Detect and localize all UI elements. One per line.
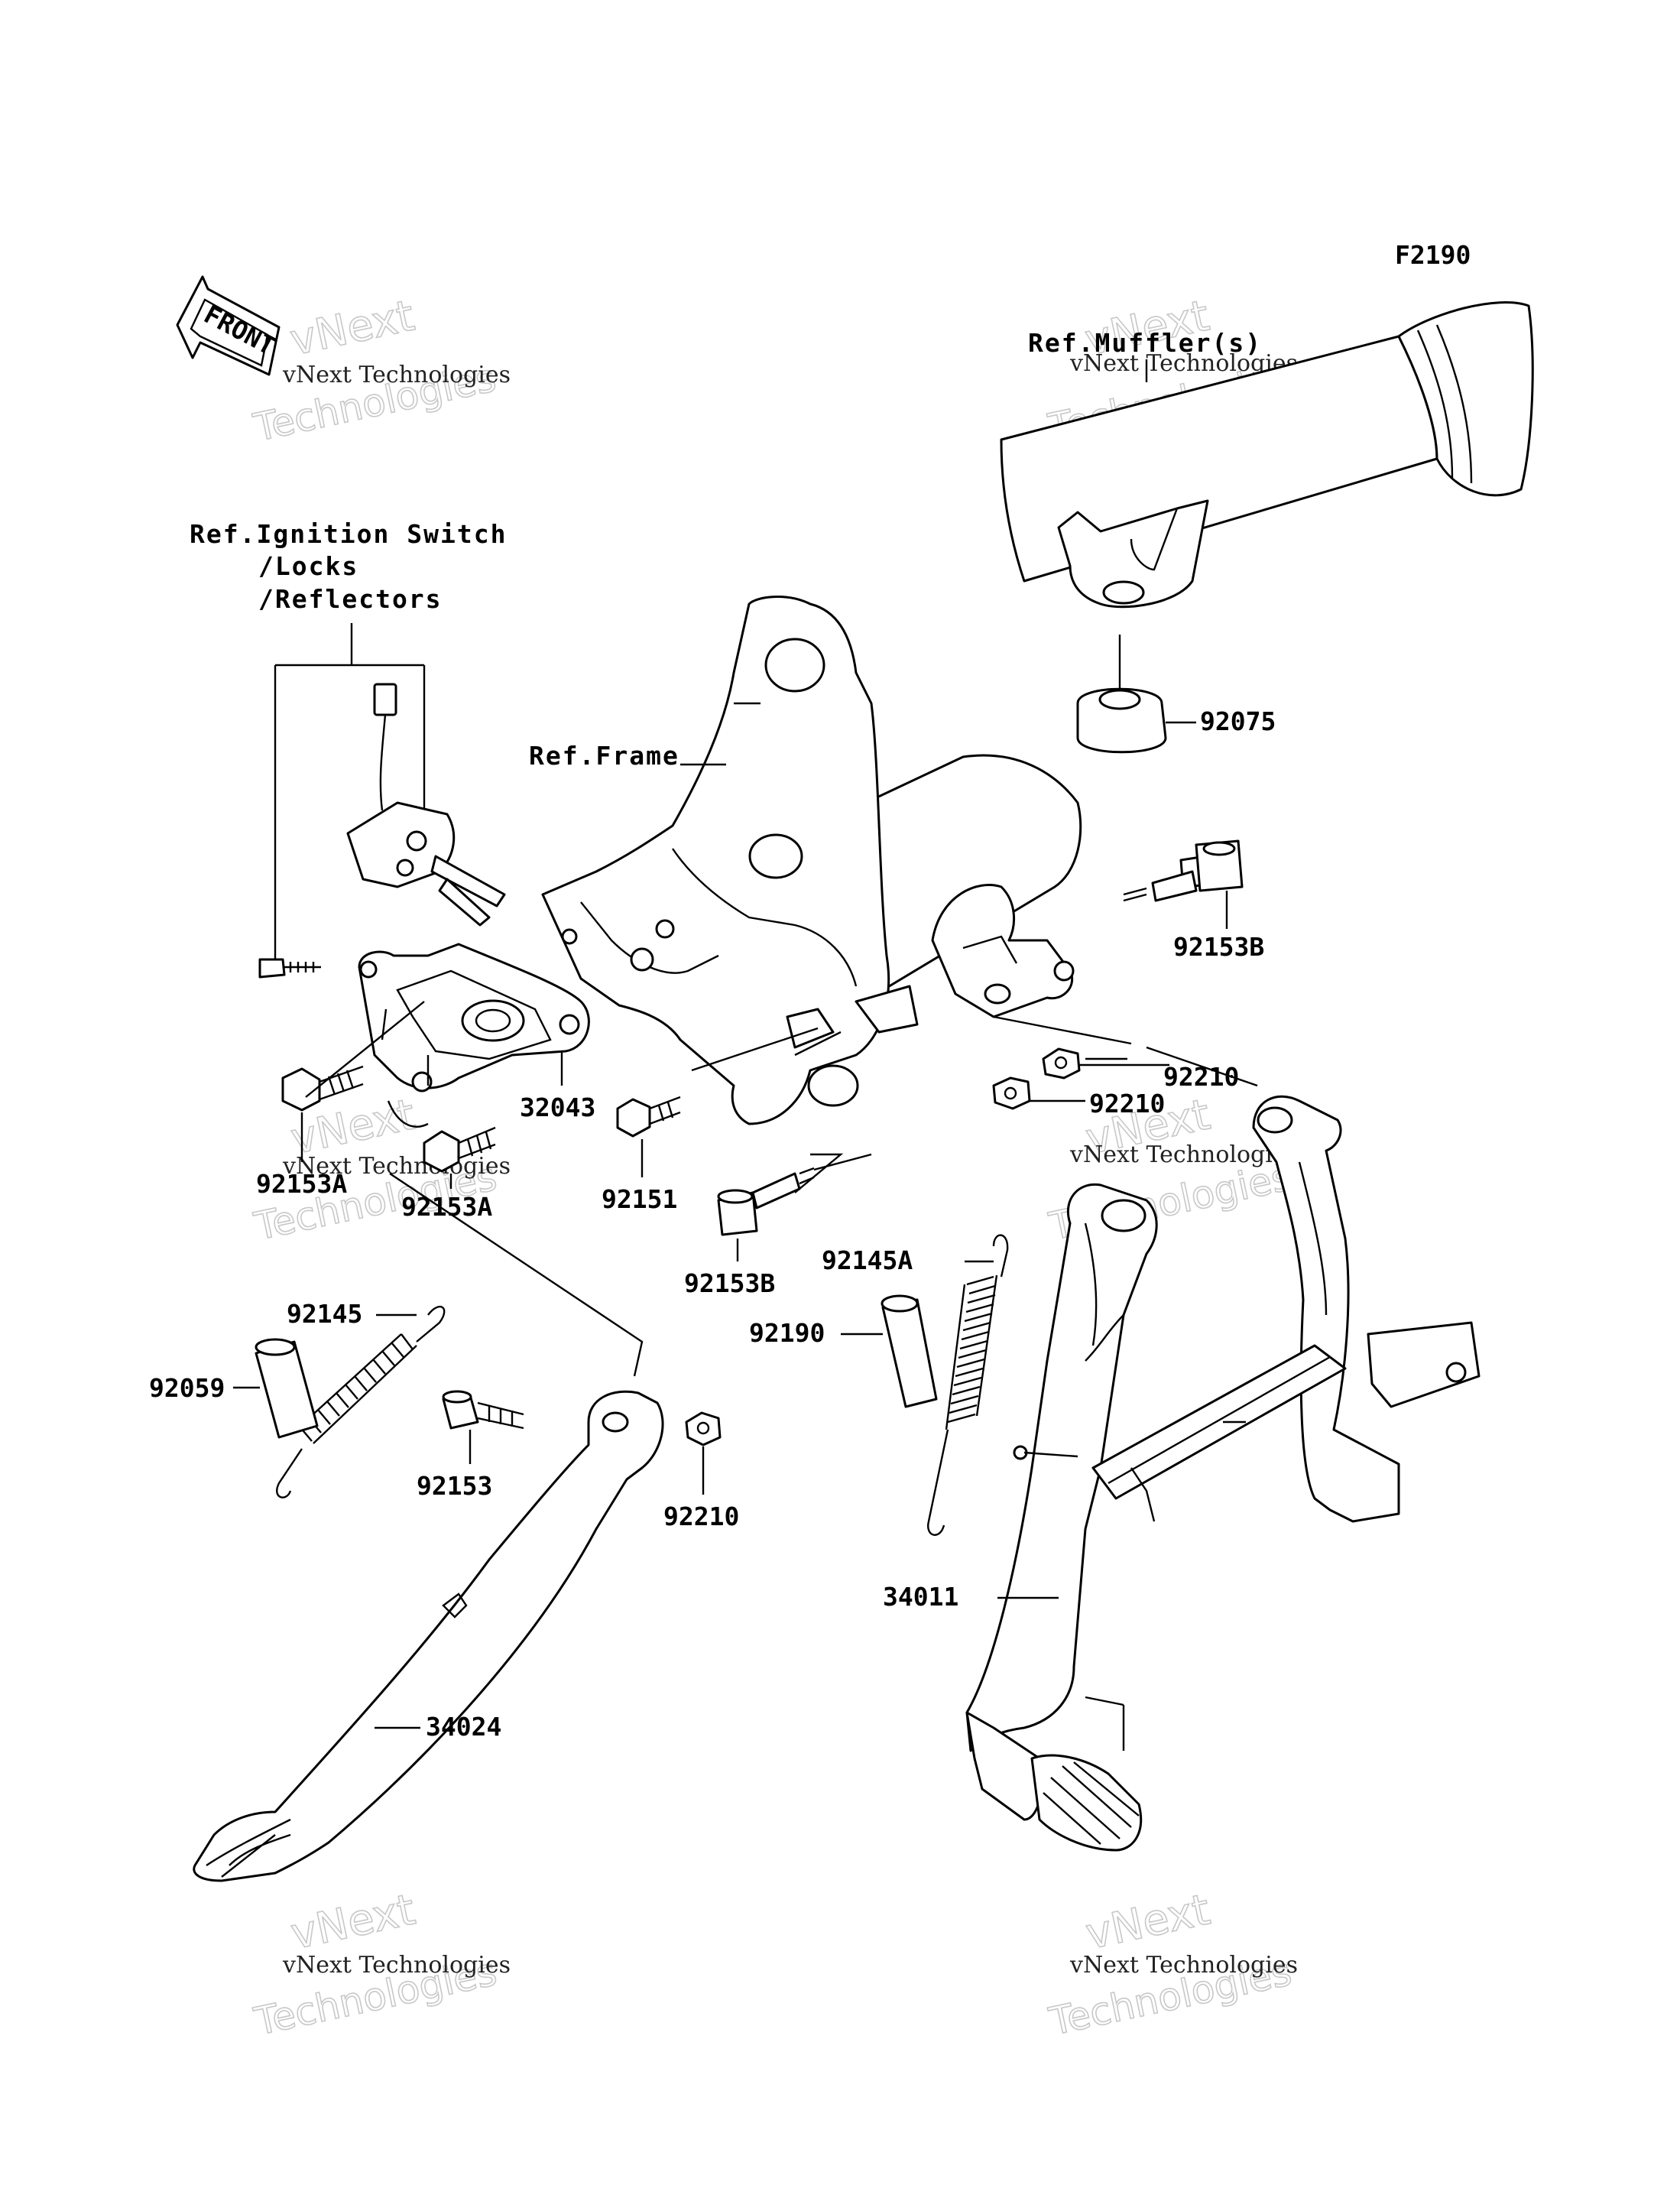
part-92145-spring: 92145 <box>276 1299 446 1498</box>
label-92210-b: 92210 <box>1089 1089 1165 1118</box>
watermark-caption: vNext Technologies <box>1069 1952 1298 1979</box>
frame-reference: Ref.Frame <box>529 596 1082 1125</box>
label-92153B-mid: 92153B <box>684 1268 775 1298</box>
label-92210-c: 92210 <box>663 1502 739 1531</box>
ignition-switch-reference: Ref.Ignition Switch /Locks /Reflectors <box>190 519 508 979</box>
label-92075: 92075 <box>1200 706 1276 736</box>
part-32043-bracket: 32043 <box>358 943 595 1122</box>
leader-frame-bolts <box>691 1027 872 1193</box>
part-34024-side-stand: 34024 <box>193 1390 664 1882</box>
ref-ignition-line1: Ref.Ignition Switch <box>190 519 508 549</box>
part-92145A-spring: 92145A <box>822 1234 1009 1536</box>
part-92059-collar: 92059 <box>149 1338 319 1439</box>
label-34024: 34024 <box>426 1712 501 1742</box>
label-34011: 34011 <box>883 1582 958 1612</box>
ref-frame-label: Ref.Frame <box>529 741 679 771</box>
part-92075-rubber: 92075 <box>1076 635 1276 754</box>
watermark-vnext: vNext <box>287 1885 420 1959</box>
ref-muffler-label: Ref.Muffler(s) <box>1028 328 1262 358</box>
part-92151-bolt: 92151 <box>602 1096 681 1214</box>
label-92145: 92145 <box>287 1299 362 1329</box>
label-92153: 92153 <box>417 1471 492 1501</box>
watermark-vnext: vNext <box>286 291 419 366</box>
watermark-caption: vNext Technologies <box>282 1952 511 1979</box>
watermark-vnext: vNext <box>1082 1885 1215 1959</box>
watermark-caption: vNext Technologies <box>282 362 511 388</box>
label-92153B-top: 92153B <box>1173 932 1264 962</box>
label-92153A-a: 92153A <box>256 1169 347 1199</box>
ref-ignition-line2: /Locks <box>258 551 358 581</box>
front-arrow-icon: FRONT <box>176 275 281 376</box>
muffler-reference: Ref.Muffler(s) <box>1000 301 1534 609</box>
label-32043: 32043 <box>520 1093 595 1122</box>
watermark-caption: vNext Technologies <box>282 1153 511 1180</box>
label-92059: 92059 <box>149 1373 225 1403</box>
part-92210-nut-c: 92210 <box>663 1411 739 1531</box>
part-34011-center-stand: 34011 <box>883 1095 1481 1852</box>
diagram-code: F2190 <box>1395 240 1471 270</box>
part-92210-nut-b: 92210 <box>992 1076 1165 1118</box>
part-92153-bolt: 92153 <box>417 1390 524 1501</box>
label-92153A-b: 92153A <box>401 1192 492 1222</box>
label-92190: 92190 <box>749 1318 825 1348</box>
ref-ignition-line3: /Reflectors <box>258 584 443 614</box>
part-92153A-bolt-a: 92153A <box>256 1065 364 1199</box>
watermark-caption: vNext Technologies <box>1069 1141 1298 1168</box>
part-92153A-bolt-b: 92153A <box>401 1126 496 1222</box>
part-92210-nut-a: 92210 <box>1042 1047 1239 1092</box>
label-92151: 92151 <box>602 1184 677 1214</box>
label-92145A: 92145A <box>822 1245 913 1275</box>
leader-side-stand <box>305 1001 644 1377</box>
part-92190-collar: 92190 <box>749 1294 938 1408</box>
part-92153B-bolt-mid: 92153B <box>684 1167 815 1298</box>
leader-nut-to-stand <box>993 1015 1258 1087</box>
part-92153B-bolt-top: 92153B <box>1123 839 1264 962</box>
